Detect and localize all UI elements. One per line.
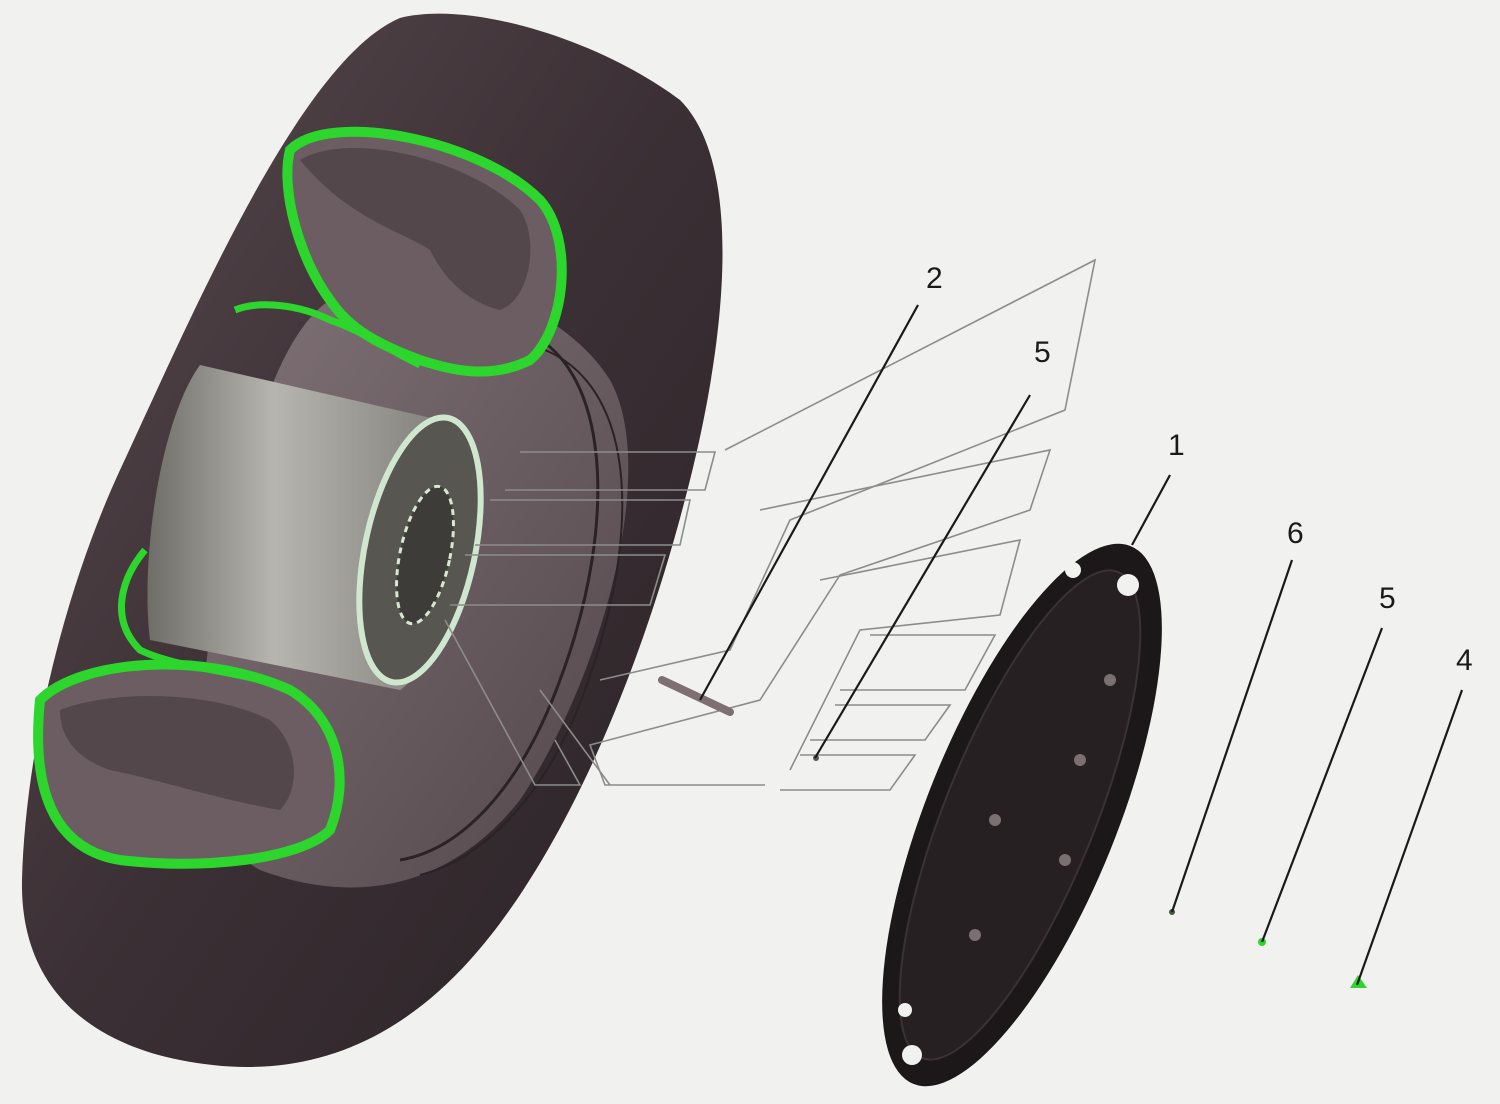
outline-frame-1	[599, 258, 1097, 681]
leader-lines	[699, 304, 1464, 986]
callout-label-4: 4	[1456, 644, 1473, 677]
gasket-hole	[1074, 754, 1086, 766]
rim-groove-2	[419, 349, 624, 876]
valve-part	[658, 676, 734, 716]
leader-line-2	[699, 304, 919, 701]
gasket-hole	[898, 1003, 912, 1017]
outline-frame-4	[450, 554, 667, 606]
gasket-hole	[1059, 854, 1071, 866]
hub-face-center	[395, 484, 455, 626]
tire-assembly	[21, 13, 723, 1067]
callout-label-5a: 5	[1034, 336, 1051, 369]
leader-line-1	[1131, 474, 1171, 546]
gasket-hole	[902, 1045, 922, 1065]
outline-frame-9	[780, 754, 917, 791]
upper-cutaway-lip	[233, 301, 422, 369]
callout-label-1: 1	[1168, 429, 1185, 462]
lower-cutaway-inner	[60, 696, 294, 810]
leader-line-5b	[1260, 627, 1384, 943]
outline-frame-2	[505, 451, 717, 491]
outline-frame-10	[444, 619, 582, 786]
lower-cutaway-lip	[118, 547, 261, 684]
gasket-hole	[1104, 674, 1116, 686]
callout-label-5b: 5	[1379, 582, 1396, 615]
gasket-hole	[969, 929, 981, 941]
gasket-hole	[1117, 574, 1139, 596]
callout-label-6: 6	[1287, 517, 1304, 550]
leader-line-5a	[814, 394, 1031, 759]
rim-groove-1	[399, 328, 600, 862]
outline-frame-6	[789, 538, 1022, 771]
gasket-ring	[882, 543, 1162, 1087]
outline-frame-5	[588, 448, 1052, 786]
outline-frame-3	[475, 499, 691, 546]
leader-line-4	[1355, 689, 1464, 986]
outline-frame-8	[810, 704, 952, 741]
leader-line-6	[1170, 559, 1294, 913]
outline-frame-7	[840, 634, 997, 691]
gasket-hole	[1065, 562, 1081, 578]
exploded-outline-frames	[444, 258, 1097, 791]
outline-frame-11	[539, 689, 611, 786]
upper-cutaway-inner	[300, 148, 531, 310]
callout-labels: 2 5 1 6 5 4	[926, 262, 1473, 677]
gasket-hole	[989, 814, 1001, 826]
callout-label-2: 2	[926, 262, 943, 295]
